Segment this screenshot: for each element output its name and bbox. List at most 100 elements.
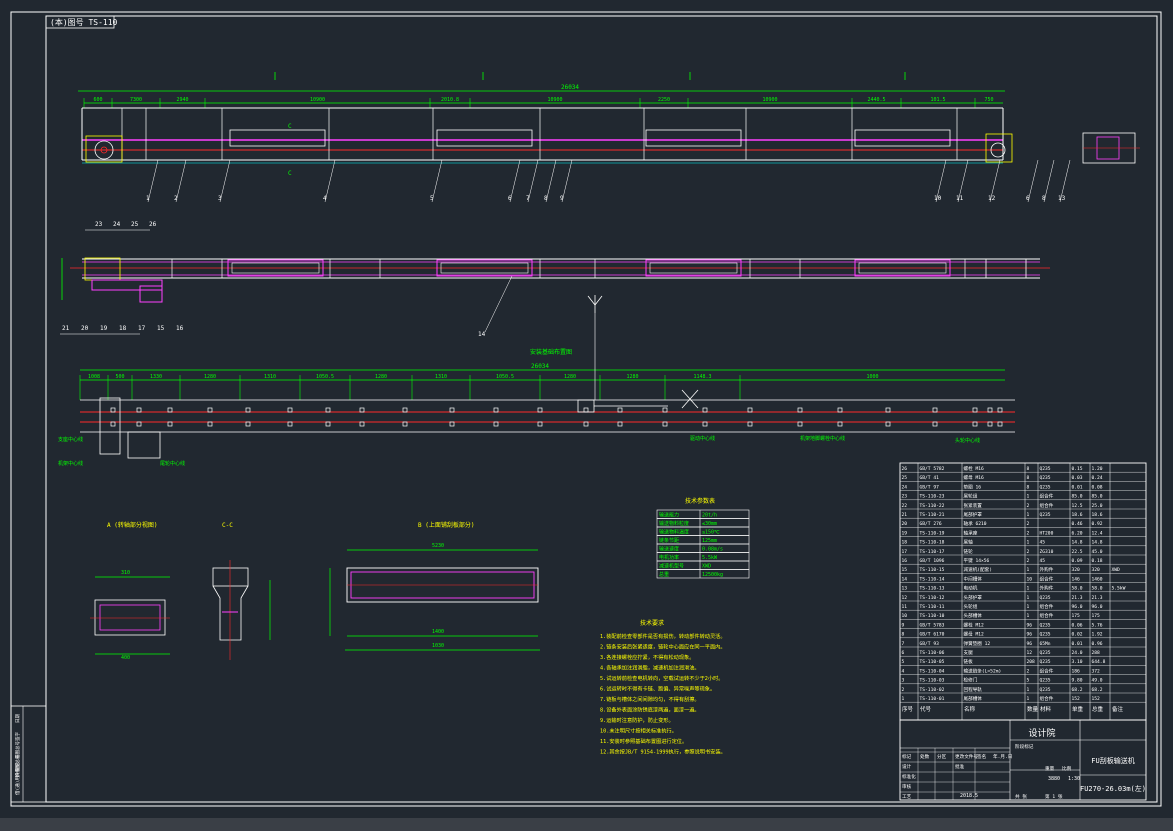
section-cc-title: C-C — [222, 522, 233, 529]
bom-cell: Q235 — [1040, 659, 1051, 665]
anchor-bolt — [402, 421, 408, 427]
bom-cell: TS-110-22 — [920, 503, 945, 509]
bom-cell: Q235 — [1040, 622, 1051, 628]
plan-dimension-label: 1310 — [435, 374, 447, 380]
top-dimension-label: 10900 — [762, 97, 777, 103]
bom-cell: 中间槽体 — [964, 575, 983, 582]
bom-cell: 2 — [1027, 530, 1030, 536]
bom-cell: 146 — [1072, 576, 1081, 582]
bom-header-cell: 名称 — [964, 705, 976, 713]
bom-cell: GB/T 6170 — [920, 632, 945, 638]
top-dimension-label: 2010.8 — [441, 97, 459, 103]
bom-cell: 5 — [902, 659, 905, 665]
inspection-window — [854, 129, 951, 147]
note-line: 1.装配前检查零部件是否有损伤，转动部件转动灵活。 — [600, 632, 726, 640]
bom-header-cell: 总重 — [1092, 705, 1104, 713]
bom-cell: HT200 — [1040, 530, 1054, 536]
title-block-label: 分区 — [937, 753, 947, 760]
bom-cell: 14.8 — [1072, 540, 1083, 546]
param-value: 125mm — [702, 538, 717, 544]
plan-dimension-label: 1050.5 — [316, 374, 334, 380]
plan-callout: 驱动中心线 — [690, 435, 715, 442]
bom-cell: 2 — [1027, 521, 1030, 527]
bom-cell: 0.03 — [1072, 475, 1083, 481]
bom-cell: 组合件 — [1040, 575, 1054, 582]
bom-cell: 96 — [1027, 641, 1033, 647]
part-number: 5 — [430, 195, 434, 202]
anchor-bolt — [136, 421, 142, 427]
bom-cell: 21.3 — [1072, 595, 1083, 601]
bom-cell: 1 — [1027, 494, 1030, 500]
left-strip-label: 日期 — [15, 714, 21, 723]
bom-cell: 26 — [902, 466, 908, 472]
bom-cell: 外购件 — [1040, 566, 1054, 573]
anchor-bolt — [702, 407, 708, 413]
bom-cell: 9 — [902, 622, 905, 628]
note-line: 3.各连接螺栓应拧紧，不得有松动现象。 — [600, 653, 694, 661]
bom-cell: TS-110-01 — [920, 696, 945, 702]
anchor-bolt — [987, 407, 993, 413]
left-strip-label: 旧底图总号 — [14, 754, 21, 777]
bom-cell: 组合件 — [1040, 612, 1054, 619]
anchor-bolt — [449, 407, 455, 413]
part-number: 23 — [95, 221, 103, 228]
bom-cell: 12 — [1027, 650, 1033, 656]
anchor-bolt — [207, 421, 213, 427]
weight-value: 3880 — [1048, 776, 1060, 782]
bom-cell: 45.0 — [1092, 549, 1103, 555]
foundation-plan-title: 安装基础布置图 — [530, 348, 572, 356]
param-name: 减速机型号 — [659, 563, 684, 570]
bom-cell: 0.24 — [1092, 475, 1103, 481]
title-block-label: 比例 — [1062, 765, 1072, 772]
bom-cell: 0.96 — [1092, 641, 1103, 647]
bom-cell: 螺栓 M16 — [964, 465, 984, 472]
section-view-cc: C-C — [212, 522, 271, 660]
anchor-bolt — [885, 407, 891, 413]
bom-cell: 尾部护罩 — [964, 511, 983, 518]
anchor-bolt — [493, 407, 499, 413]
bom-cell: 45 — [1040, 540, 1046, 546]
bom-cell: 14.8 — [1092, 540, 1103, 546]
bom-cell: 8 — [1027, 466, 1030, 472]
anchor-bolt — [449, 421, 455, 427]
part-number: 9 — [560, 195, 564, 202]
notes-title: 技术要求 — [640, 619, 664, 627]
plan-dimension-label: 1148.3 — [693, 374, 711, 380]
bom-cell: Q235 — [1040, 650, 1051, 656]
bom-cell: TS-110-13 — [920, 586, 945, 592]
bom-cell: 减速机(配套) — [964, 566, 993, 573]
bom-cell: 96.0 — [1092, 604, 1103, 610]
bom-cell: TS-110-02 — [920, 687, 945, 693]
bom-cell: TS-110-21 — [920, 512, 945, 518]
anchor-bolt — [110, 421, 116, 427]
title-block-label: 审核 — [902, 783, 912, 790]
part-number: 15 — [157, 325, 165, 332]
part-number: 24 — [113, 221, 121, 228]
part-number: 10 — [934, 195, 942, 202]
part-number: 18 — [119, 325, 127, 332]
top-dimension-label: 101.5 — [930, 97, 945, 103]
bom-cell: TS-110-14 — [920, 576, 945, 582]
bom-cell: 372 — [1092, 668, 1101, 674]
bom-cell: 组合件 — [1040, 493, 1054, 500]
plan-window — [645, 259, 742, 277]
bom-cell: 68.2 — [1092, 687, 1103, 693]
bom-header-cell: 材料 — [1040, 705, 1052, 713]
anchor-bolt — [359, 407, 365, 413]
bom-cell: 7 — [902, 641, 905, 647]
part-number: 6 — [508, 195, 512, 202]
company-name: 设计院 — [1028, 727, 1055, 739]
bom-cell: 21.3 — [1092, 595, 1103, 601]
bom-cell: 11 — [902, 604, 908, 610]
part-number: 2 — [174, 195, 178, 202]
svg-text:400: 400 — [121, 655, 130, 661]
section-a-title: A (转轴部分视图) — [107, 521, 157, 529]
svg-text:1400: 1400 — [432, 629, 444, 635]
bom-cell: 58.0 — [1072, 586, 1083, 592]
part-number: 20 — [81, 325, 89, 332]
part-number: 7 — [526, 195, 530, 202]
